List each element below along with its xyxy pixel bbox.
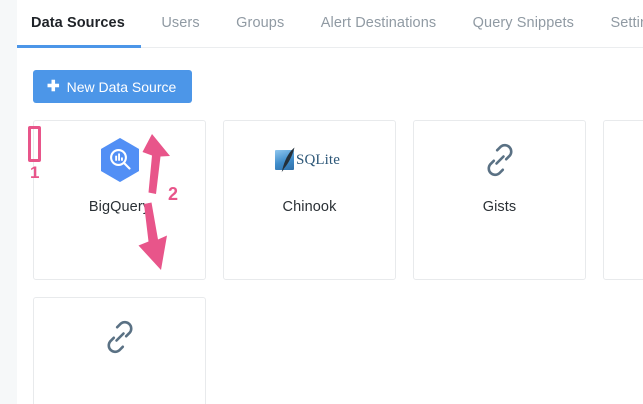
data-source-card-bigquery[interactable]: BigQuery [33, 120, 206, 280]
data-source-card-label: BigQuery [88, 199, 151, 215]
tab-settings[interactable]: Settings [610, 15, 643, 31]
new-data-source-button-label: New Data Source [66, 78, 177, 95]
main-content-panel: Data Sources Users Groups Alert Destinat… [17, 0, 643, 404]
data-source-card-second-row[interactable] [33, 297, 206, 404]
link-chain-icon [34, 298, 205, 376]
tab-groups[interactable]: Groups [236, 15, 285, 31]
tab-query-snippets[interactable]: Query Snippets [472, 15, 575, 31]
page-left-gutter [0, 0, 17, 404]
toolbar: ✚ New Data Source [17, 48, 643, 103]
tab-data-sources[interactable]: Data Sources [17, 0, 141, 48]
settings-tab-bar: Data Sources Users Groups Alert Destinat… [17, 0, 643, 48]
new-data-source-button[interactable]: ✚ New Data Source [33, 70, 193, 103]
plus-icon: ✚ [47, 77, 60, 95]
data-source-card-gists[interactable]: Gists [413, 120, 586, 280]
sqlite-wordmark: SQLite [296, 151, 340, 168]
bigquery-hexagon-icon [34, 121, 205, 199]
card-icon-placeholder [604, 121, 643, 199]
data-source-card-truncated[interactable] [603, 120, 643, 280]
data-source-card-grid: BigQuery SQLite [33, 120, 643, 404]
tab-alert-destinations[interactable]: Alert Destinations [320, 15, 437, 31]
link-chain-icon [414, 121, 585, 199]
sqlite-logo-icon: SQLite [224, 121, 395, 199]
tab-users[interactable]: Users [161, 15, 200, 31]
data-source-card-label: Gists [482, 199, 517, 215]
data-source-card-chinook[interactable]: SQLite Chinook [223, 120, 396, 280]
data-source-card-label: Chinook [282, 199, 337, 215]
